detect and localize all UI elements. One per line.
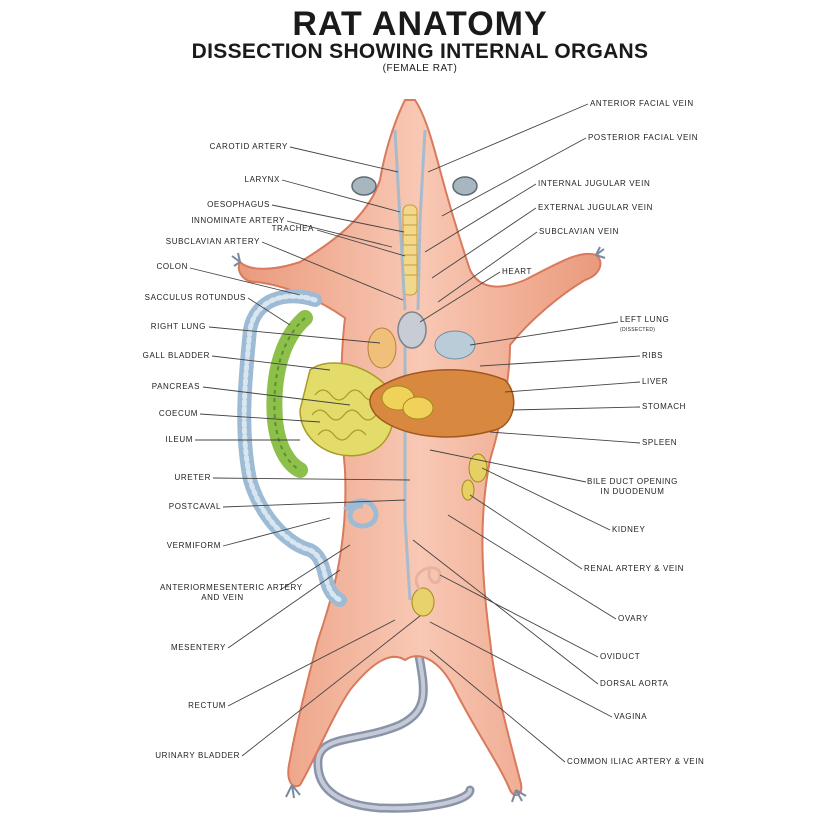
label-external-jugular-vein: EXTERNAL JUGULAR VEIN bbox=[538, 203, 653, 213]
label-kidney: KIDNEY bbox=[612, 525, 645, 535]
label-anterior-facial-vein: ANTERIOR FACIAL VEIN bbox=[590, 99, 694, 109]
label-ovary: OVARY bbox=[618, 614, 648, 624]
label-urinary-bladder: URINARY BLADDER bbox=[155, 751, 240, 761]
urinary-bladder-shape bbox=[412, 588, 434, 616]
label-oesophagus: OESOPHAGUS bbox=[207, 200, 270, 210]
label-ribs: RIBS bbox=[642, 351, 663, 361]
label-bile-duct-line2: IN DUODENUM bbox=[585, 487, 680, 497]
label-gall-bladder: GALL BLADDER bbox=[143, 351, 210, 361]
label-internal-jugular-vein: INTERNAL JUGULAR VEIN bbox=[538, 179, 650, 189]
label-stomach: STOMACH bbox=[642, 402, 686, 412]
label-bile-duct: BILE DUCT OPENING IN DUODENUM bbox=[585, 477, 680, 497]
label-heart: HEART bbox=[502, 267, 532, 277]
label-liver: LIVER bbox=[642, 377, 668, 387]
label-subclavian-artery: SUBCLAVIAN ARTERY bbox=[166, 237, 260, 247]
label-ureter: URETER bbox=[175, 473, 212, 483]
label-carotid-artery: CAROTID ARTERY bbox=[210, 142, 288, 152]
label-oviduct: OVIDUCT bbox=[600, 652, 640, 662]
right-ear bbox=[453, 177, 477, 195]
label-subclavian-vein: SUBCLAVIAN VEIN bbox=[539, 227, 619, 237]
label-vagina: VAGINA bbox=[614, 712, 647, 722]
label-left-lung-note: (DISSECTED) bbox=[620, 325, 669, 335]
label-ileum: ILEUM bbox=[166, 435, 193, 445]
sacculus-rotundus-shape bbox=[274, 318, 305, 470]
label-spleen: SPLEEN bbox=[642, 438, 677, 448]
label-colon: COLON bbox=[157, 262, 188, 272]
label-mesentery: MESENTERY bbox=[171, 643, 226, 653]
label-anterior-mesenteric-line1: ANTERIORMESENTERIC ARTERY bbox=[160, 583, 285, 593]
label-trachea: TRACHEA bbox=[272, 224, 314, 234]
label-common-iliac: COMMON ILIAC ARTERY & VEIN bbox=[567, 757, 704, 767]
label-coecum: COECUM bbox=[159, 409, 198, 419]
label-larynx: LARYNX bbox=[245, 175, 280, 185]
label-vermiform: VERMIFORM bbox=[167, 541, 221, 551]
label-left-lung: LEFT LUNG (DISSECTED) bbox=[620, 315, 669, 335]
heart-shape bbox=[398, 312, 426, 348]
label-rectum: RECTUM bbox=[188, 701, 226, 711]
label-postcaval: POSTCAVAL bbox=[169, 502, 221, 512]
label-dorsal-aorta: DORSAL AORTA bbox=[600, 679, 668, 689]
label-pancreas: PANCREAS bbox=[152, 382, 200, 392]
label-sacculus-rotundus: SACCULUS ROTUNDUS bbox=[145, 293, 246, 303]
trachea-shape bbox=[403, 205, 417, 295]
label-posterior-facial-vein: POSTERIOR FACIAL VEIN bbox=[588, 133, 698, 143]
label-anterior-mesenteric: ANTERIORMESENTERIC ARTERY AND VEIN bbox=[160, 583, 285, 603]
label-left-lung-name: LEFT LUNG bbox=[620, 315, 669, 325]
label-anterior-mesenteric-line2: AND VEIN bbox=[160, 593, 285, 603]
right-lung-shape bbox=[368, 328, 396, 368]
right-forepaw bbox=[596, 247, 605, 258]
label-renal-artery-vein: RENAL ARTERY & VEIN bbox=[584, 564, 684, 574]
label-right-lung: RIGHT LUNG bbox=[151, 322, 206, 332]
label-bile-duct-line1: BILE DUCT OPENING bbox=[585, 477, 680, 487]
left-lung-shape bbox=[435, 331, 475, 359]
left-ear bbox=[352, 177, 376, 195]
